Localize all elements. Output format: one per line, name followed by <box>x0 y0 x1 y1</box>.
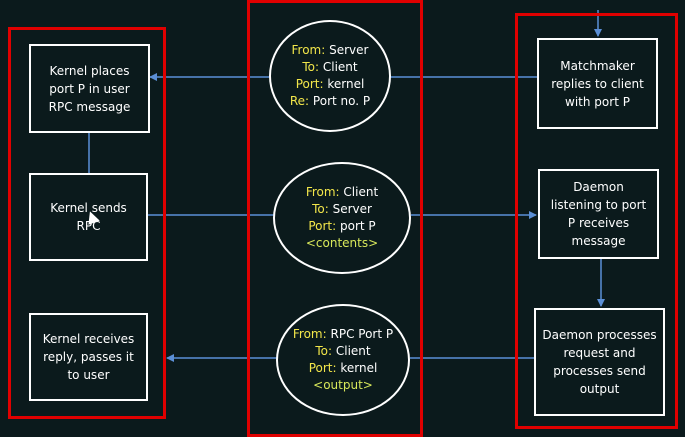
kernel-sends-rpc-box: Kernel sends RPC <box>29 173 148 261</box>
message-3-port-key: Port: <box>308 361 337 375</box>
message-1-port-value: kernel <box>327 77 365 91</box>
matchmaker-replies-box: Matchmaker replies to client with port P <box>537 38 658 129</box>
message-1-to-key: To: <box>302 60 320 74</box>
message-2-contents-note: <contents> <box>305 236 379 250</box>
message-oval-2: From: Client To: Server Port: port P <co… <box>273 162 411 274</box>
left-column-frame <box>8 27 166 419</box>
kernel-receives-reply-label: Kernel receives reply, passes it to user <box>42 332 135 382</box>
kernel-places-port-label: Kernel places port P in user RPC message <box>48 63 131 114</box>
message-2-port-value: port P <box>340 219 376 233</box>
message-3-from-key: From: <box>292 327 327 341</box>
kernel-receives-reply-box: Kernel receives reply, passes it to user <box>29 313 148 401</box>
message-3-from-value: RPC Port P <box>330 327 394 341</box>
message-3-to-key: To: <box>315 344 333 358</box>
daemon-listening-box: Daemon listening to port P receives mess… <box>538 169 659 259</box>
kernel-places-port-box: Kernel places port P in user RPC message <box>29 44 150 133</box>
daemon-listening-label: Daemon listening to port P receives mess… <box>550 180 647 248</box>
message-3-port-value: kernel <box>340 361 378 375</box>
message-1-re-value: Port no. P <box>312 94 371 108</box>
message-oval-3: From: RPC Port P To: Client Port: kernel… <box>276 304 410 416</box>
message-1-from-key: From: <box>291 43 326 57</box>
message-3-to-value: Client <box>335 344 371 358</box>
message-oval-1: From: Server To: Client Port: kernel Re:… <box>269 20 391 132</box>
message-2-port-key: Port: <box>308 219 337 233</box>
daemon-processes-label: Daemon processes request and processes s… <box>542 328 657 396</box>
kernel-sends-rpc-label: Kernel sends RPC <box>50 201 127 233</box>
message-2-from-key: From: <box>305 185 340 199</box>
message-1-to-value: Client <box>322 60 358 74</box>
daemon-processes-box: Daemon processes request and processes s… <box>534 308 665 416</box>
middle-column-frame <box>247 0 423 437</box>
message-1-re-key: Re: <box>289 94 310 108</box>
message-1-from-value: Server <box>329 43 369 57</box>
message-2-to-value: Server <box>332 202 372 216</box>
right-column-frame <box>515 13 678 429</box>
message-2-from-value: Client <box>343 185 379 199</box>
message-1-port-key: Port: <box>295 77 324 91</box>
matchmaker-replies-label: Matchmaker replies to client with port P <box>551 58 644 109</box>
message-3-output-note: <output> <box>313 378 373 392</box>
message-2-to-key: To: <box>312 202 329 216</box>
